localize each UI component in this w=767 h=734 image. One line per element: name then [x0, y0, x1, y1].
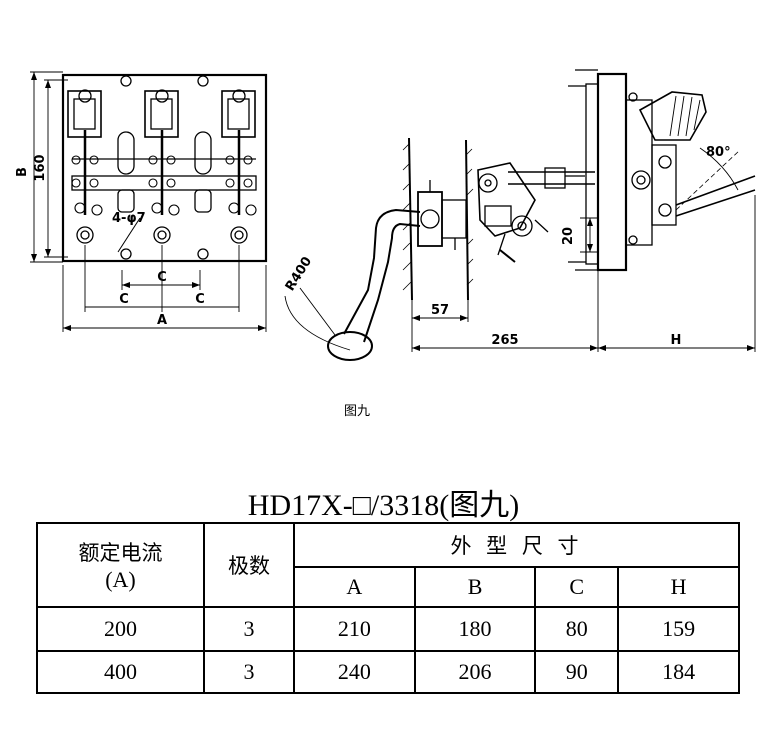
- dim-label-A: A: [157, 313, 167, 328]
- header-rated-current: 额定电流 (A): [36, 522, 205, 608]
- cell-poles: 3: [203, 606, 295, 652]
- dim-label-160: 160: [33, 154, 48, 181]
- cell-B: 180: [413, 606, 537, 652]
- column-header: B: [413, 566, 537, 608]
- figure-caption: 图九: [344, 404, 371, 419]
- cell-C: 80: [534, 606, 620, 652]
- cell-H: 159: [617, 606, 740, 652]
- dim-label-265: 265: [491, 333, 518, 348]
- cell-A: 240: [293, 650, 416, 694]
- dim-label-C-left: C: [119, 292, 129, 307]
- front-view: [30, 71, 268, 332]
- technical-drawing: B 160 A C C C 4-φ7 R400 57 265 20 H 80°: [15, 69, 756, 361]
- dim-label-B: B: [15, 167, 30, 177]
- dim-label-57: 57: [431, 303, 449, 318]
- cell-poles: 3: [203, 650, 295, 694]
- dim-label-H: H: [671, 333, 682, 348]
- cell-current: 200: [36, 606, 205, 652]
- dim-label-C-right: C: [195, 292, 205, 307]
- header-rated-current-unit: (A): [105, 567, 136, 592]
- cell-current: 400: [36, 650, 205, 694]
- cell-A: 210: [293, 606, 416, 652]
- table-title: HD17X-□/3318(图九): [247, 489, 520, 522]
- cell-H: 184: [617, 650, 740, 694]
- column-header: H: [617, 566, 740, 608]
- header-dimensions: 外 型 尺 寸: [293, 522, 740, 568]
- column-header: A: [293, 566, 416, 608]
- angle-label: 80°: [706, 145, 731, 160]
- header-rated-current-label: 额定电流: [78, 541, 163, 565]
- cell-C: 90: [534, 650, 620, 694]
- table-row: 400 3 240 206 90 184: [36, 650, 740, 694]
- hole-label: 4-φ7: [112, 211, 146, 226]
- header-poles: 极数: [203, 522, 295, 608]
- spec-table: 额定电流 (A) 极数 外 型 尺 寸 A B C H 200 3 210 18…: [36, 522, 740, 694]
- radius-label: R400: [283, 254, 315, 293]
- column-header: C: [534, 566, 620, 608]
- dim-label-20: 20: [561, 227, 576, 245]
- cell-B: 206: [413, 650, 537, 694]
- dim-label-C-top: C: [157, 270, 167, 285]
- side-view: [284, 69, 756, 361]
- table-row: 200 3 210 180 80 159: [36, 606, 740, 652]
